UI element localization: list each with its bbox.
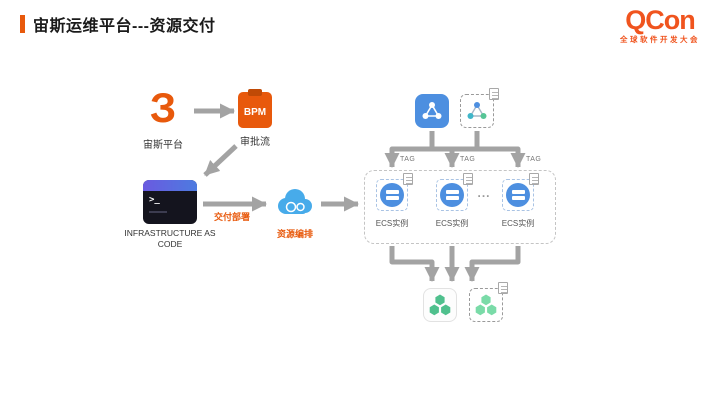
cluster-icon-solid — [423, 288, 457, 322]
iac-label-line2: CODE — [157, 239, 183, 250]
ecs-instance-icon — [376, 173, 413, 211]
iac-label: INFRASTRUCTURE AS CODE — [116, 228, 224, 251]
zeus-logo-icon: З — [149, 84, 177, 131]
terminal-titlebar — [143, 180, 197, 191]
bpm-clipboard-icon: BPM — [238, 89, 272, 128]
terminal-code-line — [149, 211, 167, 213]
delivery-deploy-label: 交付部署 — [213, 212, 250, 222]
network-icon-dashed — [460, 88, 499, 128]
resource-orchestration-label: 资源编排 — [276, 229, 313, 239]
tag-label: TAG — [526, 156, 542, 163]
ecs-ellipsis: ... — [477, 186, 491, 200]
ecs-instance-label: ECS实例 — [435, 219, 469, 228]
arrow-bpm-to-iac — [203, 144, 238, 177]
server-icon — [380, 183, 404, 207]
terminal-prompt: >_ — [149, 195, 160, 205]
ecs-instance-icon — [436, 173, 473, 211]
qcon-logo-subtitle: 全球软件开发大会 — [620, 35, 700, 45]
cloud-orchestration-icon — [272, 182, 318, 222]
terminal-icon: >_ — [143, 180, 197, 224]
cluster-icon-dashed — [469, 282, 508, 322]
approval-flow-label: 审批流 — [240, 137, 270, 148]
tag-label: TAG — [460, 156, 476, 163]
doc-icon — [403, 173, 413, 185]
ecs-instance-label: ECS实例 — [501, 219, 535, 228]
network-icon-solid — [415, 94, 449, 128]
server-icon — [440, 183, 464, 207]
iac-label-line1: INFRASTRUCTURE AS — [124, 228, 216, 238]
arrow-net-to-ecs3 — [474, 131, 526, 169]
ecs-instance-icon — [502, 173, 539, 211]
bpm-icon-text: BPM — [243, 106, 267, 118]
doc-icon — [529, 173, 539, 185]
arrow-ecs3-to-cluster — [464, 246, 521, 283]
title-accent-bar — [20, 15, 25, 33]
arrow-ecs1-to-cluster — [389, 246, 440, 283]
qcon-logo: QCon 全球软件开发大会 — [620, 6, 700, 45]
tag-label: TAG — [400, 156, 416, 163]
qcon-logo-text: QCon — [625, 5, 696, 35]
doc-icon — [463, 173, 473, 185]
doc-icon — [489, 88, 499, 100]
ecs-instance-label: ECS实例 — [375, 219, 409, 228]
zeus-label: 宙斯平台 — [143, 140, 183, 151]
page-title: 宙斯运维平台---资源交付 — [33, 18, 216, 35]
doc-icon — [498, 282, 508, 294]
server-icon — [506, 183, 530, 207]
